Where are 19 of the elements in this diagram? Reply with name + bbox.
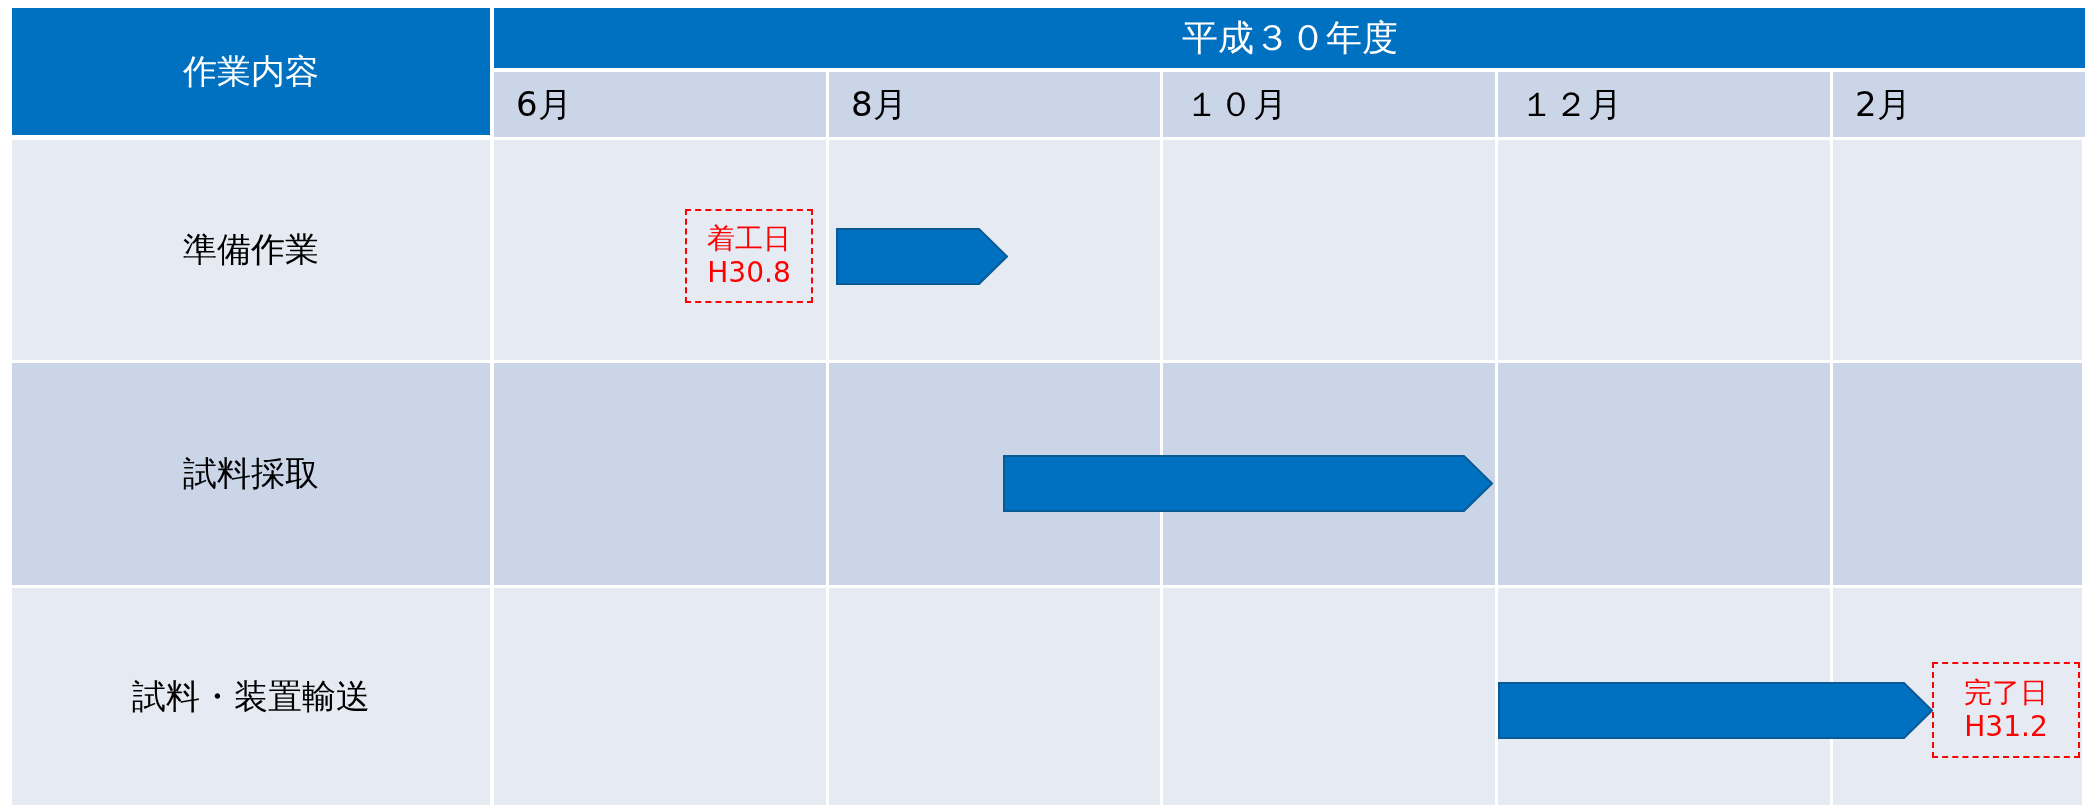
- month-header: 6月: [494, 72, 826, 137]
- callout-date: H30.8: [707, 256, 791, 290]
- month-header: １２月: [1498, 72, 1830, 137]
- task-label: 試料・装置輸送: [12, 588, 490, 805]
- date-callout: [685, 209, 813, 303]
- year-header: 平成３０年度: [494, 8, 2085, 68]
- date-callout: [1932, 662, 2080, 758]
- callout-title: 着工日: [707, 222, 791, 256]
- gantt-bar: [836, 228, 1008, 285]
- callout-date: H31.2: [1964, 710, 2048, 744]
- month-header: 8月: [829, 72, 1160, 137]
- column-header: 作業内容: [12, 8, 490, 135]
- task-label: 試料採取: [12, 363, 490, 585]
- month-header: １０月: [1163, 72, 1495, 137]
- callout-title: 完了日: [1964, 676, 2048, 710]
- gantt-bar: [1003, 455, 1493, 512]
- task-label: 準備作業: [12, 140, 490, 360]
- month-header: 2月: [1833, 72, 2085, 137]
- gantt-bar: [1498, 682, 1933, 739]
